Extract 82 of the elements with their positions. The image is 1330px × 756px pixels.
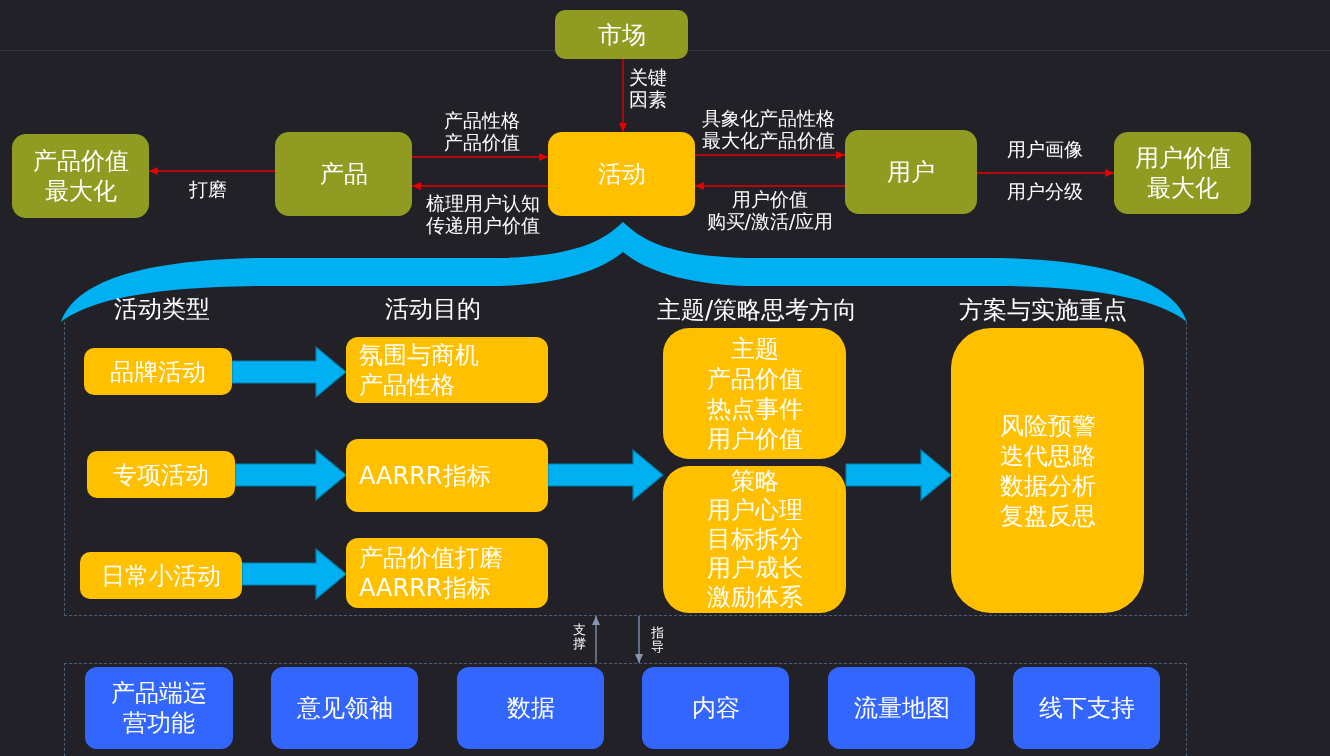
rounded-box xyxy=(346,337,548,403)
block-arrow xyxy=(845,448,952,502)
box-label: AARRR指标 xyxy=(359,573,491,603)
rounded-box xyxy=(271,667,418,749)
rounded-box xyxy=(275,132,412,216)
box-label: 激励体系 xyxy=(706,583,803,612)
arrow xyxy=(148,166,276,176)
arrow xyxy=(618,58,628,133)
column-heading: 活动类型 xyxy=(114,295,210,323)
box-label: 用户价值 xyxy=(706,423,803,454)
box-label: 产品 xyxy=(319,159,368,189)
box-heading: 主题 xyxy=(730,333,779,364)
box-label: 热点事件 xyxy=(706,393,803,424)
box-label: 目标拆分 xyxy=(706,525,803,554)
rounded-box xyxy=(951,328,1144,613)
box-label: 数据分析 xyxy=(999,470,1096,501)
block-arrow xyxy=(234,448,347,502)
edge-label: 具象化产品性格最大化产品价值 xyxy=(699,107,837,151)
box-label: 产品价值 xyxy=(706,363,803,394)
box-label: 内容 xyxy=(691,693,740,723)
box-label: 品牌活动 xyxy=(110,356,206,387)
rounded-box xyxy=(346,439,548,512)
edge-label: 产品性格产品价值 xyxy=(442,109,522,153)
box-label: 活动 xyxy=(597,159,646,189)
arrow xyxy=(411,152,549,162)
box-label: 产品端运营功能 xyxy=(111,678,207,738)
box-label: 复盘反思 xyxy=(999,500,1096,531)
arrow xyxy=(694,150,846,160)
box-label: 数据 xyxy=(506,693,555,723)
rounded-box xyxy=(828,667,975,749)
rounded-box xyxy=(457,667,604,749)
rounded-box xyxy=(845,130,977,214)
box-label: 产品性格 xyxy=(359,370,455,400)
dashed-frame xyxy=(64,322,1187,616)
box-label: 日常小活动 xyxy=(101,560,221,591)
box-label: 用户 xyxy=(887,157,935,187)
box-label: 氛围与商机 xyxy=(359,340,479,370)
edge-label: 支撑 xyxy=(570,622,588,652)
arrow xyxy=(976,168,1115,178)
column-heading: 主题/策略思考方向 xyxy=(656,296,858,324)
arrow xyxy=(591,615,601,664)
edge-label: 用户画像 xyxy=(1005,138,1085,160)
rounded-box xyxy=(12,134,149,218)
rounded-box xyxy=(1013,667,1160,749)
rounded-box xyxy=(548,132,695,216)
box-label: 用户心理 xyxy=(706,496,803,525)
box-label: 专项活动 xyxy=(113,459,209,490)
arrow xyxy=(634,615,644,664)
edge-label: 指导 xyxy=(648,625,666,655)
arrow xyxy=(694,181,846,191)
block-arrow xyxy=(547,448,664,502)
box-label: 用户价值最大化 xyxy=(1134,143,1231,203)
box-label: 线下支持 xyxy=(1038,693,1135,723)
rounded-box xyxy=(87,451,235,498)
box-label: AARRR指标 xyxy=(359,460,491,491)
rounded-box xyxy=(346,538,548,608)
box-label: 产品价值最大化 xyxy=(32,146,129,206)
box-label: 迭代思路 xyxy=(999,440,1096,471)
edge-label: 梳理用户认知传递用户价值 xyxy=(424,192,542,236)
rounded-box xyxy=(84,348,232,395)
box-label: 意见领袖 xyxy=(296,693,393,723)
box-label: 用户成长 xyxy=(706,554,803,583)
rounded-box xyxy=(555,10,688,59)
box-heading: 策略 xyxy=(730,467,779,496)
dashed-frame xyxy=(64,663,1187,756)
rounded-box xyxy=(663,466,846,613)
column-heading: 活动目的 xyxy=(385,295,481,323)
rounded-box xyxy=(85,667,233,749)
rounded-box xyxy=(663,328,846,459)
arrow xyxy=(411,181,549,191)
box-label: 风险预警 xyxy=(999,410,1096,441)
block-arrow xyxy=(241,547,347,601)
edge-label: 关键因素 xyxy=(627,66,669,110)
rounded-box xyxy=(1114,132,1251,214)
box-label: 市场 xyxy=(597,19,646,50)
side-label: 用户分级 xyxy=(1007,179,1083,203)
edge-label: 打磨 xyxy=(187,178,229,200)
rounded-box xyxy=(80,552,242,599)
box-label: 流量地图 xyxy=(853,693,950,723)
block-arrow xyxy=(231,345,347,399)
box-label: 产品价值打磨 xyxy=(359,543,503,573)
rounded-box xyxy=(642,667,789,749)
